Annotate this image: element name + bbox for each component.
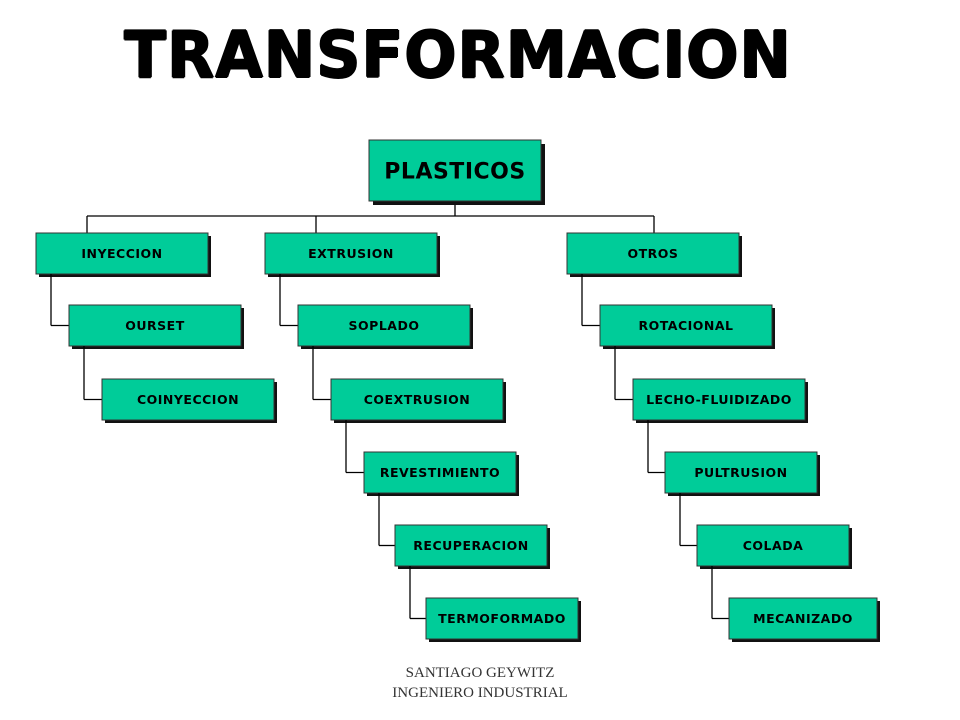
node-plasticos-rect <box>368 139 542 202</box>
node-ourset-label: OURSET <box>125 318 184 333</box>
node-coextrusion-rect <box>330 378 504 421</box>
node-ourset-rect <box>68 304 242 347</box>
node-extrusion: EXTRUSION <box>264 232 440 277</box>
node-recuperacion: RECUPERACION <box>394 524 550 569</box>
node-pultrusion-label: PULTRUSION <box>694 465 787 480</box>
node-ourset: OURSET <box>68 304 244 349</box>
node-otros: OTROS <box>566 232 742 277</box>
node-inyeccion: INYECCION <box>35 232 211 277</box>
node-recuperacion-label: RECUPERACION <box>413 538 528 553</box>
node-termoformado-label: TERMOFORMADO <box>438 611 566 626</box>
node-plasticos-label: PLASTICOS <box>384 159 525 184</box>
node-extrusion-label: EXTRUSION <box>308 246 394 261</box>
node-plasticos: PLASTICOS <box>368 139 545 205</box>
node-revestimiento-rect <box>363 451 517 494</box>
node-termoformado-rect <box>425 597 579 640</box>
node-soplado-label: SOPLADO <box>349 318 420 333</box>
node-coextrusion-label: COEXTRUSION <box>364 392 471 407</box>
node-soplado: SOPLADO <box>297 304 473 349</box>
node-colada-label: COLADA <box>743 538 804 553</box>
node-coinyeccion-rect <box>101 378 275 421</box>
node-otros-label: OTROS <box>628 246 679 261</box>
node-mecanizado-rect <box>728 597 878 640</box>
node-lecho-fluidizado-rect <box>632 378 806 421</box>
node-revestimiento: REVESTIMIENTO <box>363 451 519 496</box>
node-otros-rect <box>566 232 740 275</box>
node-inyeccion-rect <box>35 232 209 275</box>
node-extrusion-rect <box>264 232 438 275</box>
node-lecho-fluidizado-label: LECHO-FLUIDIZADO <box>646 392 792 407</box>
footer: SANTIAGO GEYWITZ INGENIERO INDUSTRIAL <box>300 663 660 703</box>
node-coinyeccion-label: COINYECCION <box>137 392 239 407</box>
node-recuperacion-rect <box>394 524 548 567</box>
node-mecanizado-label: MECANIZADO <box>753 611 853 626</box>
node-pultrusion: PULTRUSION <box>664 451 820 496</box>
node-rotacional-label: ROTACIONAL <box>638 318 733 333</box>
node-pultrusion-rect <box>664 451 818 494</box>
node-termoformado: TERMOFORMADO <box>425 597 581 642</box>
node-coinyeccion: COINYECCION <box>101 378 277 423</box>
node-revestimiento-label: REVESTIMIENTO <box>380 465 500 480</box>
node-inyeccion-label: INYECCION <box>81 246 162 261</box>
footer-role: INGENIERO INDUSTRIAL <box>392 685 568 701</box>
node-colada: COLADA <box>696 524 852 569</box>
diagram-title: TRANSFORMACION <box>124 19 792 93</box>
node-colada-rect <box>696 524 850 567</box>
node-mecanizado: MECANIZADO <box>728 597 880 642</box>
node-soplado-rect <box>297 304 471 347</box>
node-lecho-fluidizado: LECHO-FLUIDIZADO <box>632 378 808 423</box>
node-rotacional-rect <box>599 304 773 347</box>
node-coextrusion: COEXTRUSION <box>330 378 506 423</box>
node-rotacional: ROTACIONAL <box>599 304 775 349</box>
footer-author: SANTIAGO GEYWITZ <box>405 665 555 681</box>
